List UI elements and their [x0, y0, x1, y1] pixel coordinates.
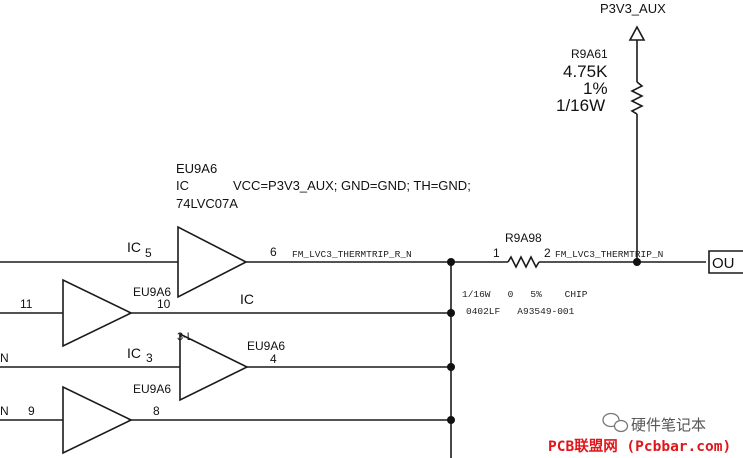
gate3-type: IC — [127, 345, 141, 361]
power-arrow-icon — [628, 25, 646, 41]
power-net-label: P3V3_AUX — [600, 1, 666, 16]
junction-dot-4 — [447, 416, 455, 424]
net-thermtrip-r-label: FM_LVC3_THERMTRIP_R_N — [292, 249, 412, 260]
buffer-gate-2 — [62, 278, 133, 348]
gate1-type: IC — [127, 239, 141, 255]
ic-pins-label: VCC=P3V3_AUX; GND=GND; TH=GND; — [233, 178, 471, 193]
left-net-4-label: N — [0, 404, 9, 418]
junction-dot-1 — [447, 258, 455, 266]
buffer-gate-3 — [179, 332, 249, 402]
gate3-ref: EU9A6 — [247, 339, 285, 353]
resistor-r9a61-symbol — [630, 81, 644, 115]
net-thermtrip-label: FM_LVC3_THERMTRIP_N — [555, 249, 663, 260]
buffer-gate-1 — [177, 225, 248, 299]
resistor-r9a61-value: 4.75K — [563, 62, 608, 81]
ic-type-label: IC — [176, 178, 189, 193]
resistor-r9a61-power: 1/16W — [556, 96, 605, 115]
gate1-out-pin: 6 — [270, 245, 277, 259]
gate2-in-pin: 11 — [20, 297, 33, 311]
gate2-out-pin: 10 — [157, 297, 171, 311]
wechat-icon — [602, 412, 629, 433]
buffer-gate-4 — [62, 385, 133, 455]
gate4-in-pin: 9 — [28, 404, 35, 418]
resistor-r9a98-pin2: 2 — [544, 246, 551, 260]
off-page-label: OU — [712, 255, 735, 272]
gate4-out-pin: 8 — [153, 404, 160, 418]
site-watermark: PCB联盟网 (Pcbbar.com) — [548, 438, 731, 455]
gate4-ref: EU9A6 — [133, 382, 171, 396]
wechat-watermark: 硬件笔记本 — [631, 416, 706, 434]
resistor-r9a98-ref: R9A98 — [505, 231, 542, 245]
ic-ref-label: EU9A6 — [176, 161, 217, 176]
resistor-r9a98-part: 0402LF A93549-001 — [466, 306, 575, 317]
gate2-type: IC — [240, 291, 254, 307]
junction-dot-pullup — [633, 258, 641, 266]
off-page-connector — [708, 250, 743, 274]
gate2-ref: EU9A6 — [133, 285, 171, 299]
ic-part-label: 74LVC07A — [176, 196, 238, 211]
gate3-in-pin: 3 — [146, 351, 153, 365]
junction-dot-3 — [447, 363, 455, 371]
resistor-r9a98-symbol — [507, 255, 540, 269]
resistor-r9a98-pin1: 1 — [493, 246, 500, 260]
junction-dot-2 — [447, 309, 455, 317]
left-net-3-label: N — [0, 351, 9, 365]
resistor-r9a61-ref: R9A61 — [571, 47, 608, 61]
gate3-partial-label: 3-L — [177, 331, 193, 343]
resistor-r9a98-specs: 1/16W 0 5% CHIP — [462, 289, 588, 300]
gate1-in-pin: 5 — [145, 246, 152, 260]
gate3-out-pin: 4 — [270, 352, 277, 366]
resistor-r9a61-tolerance: 1% — [583, 79, 608, 98]
